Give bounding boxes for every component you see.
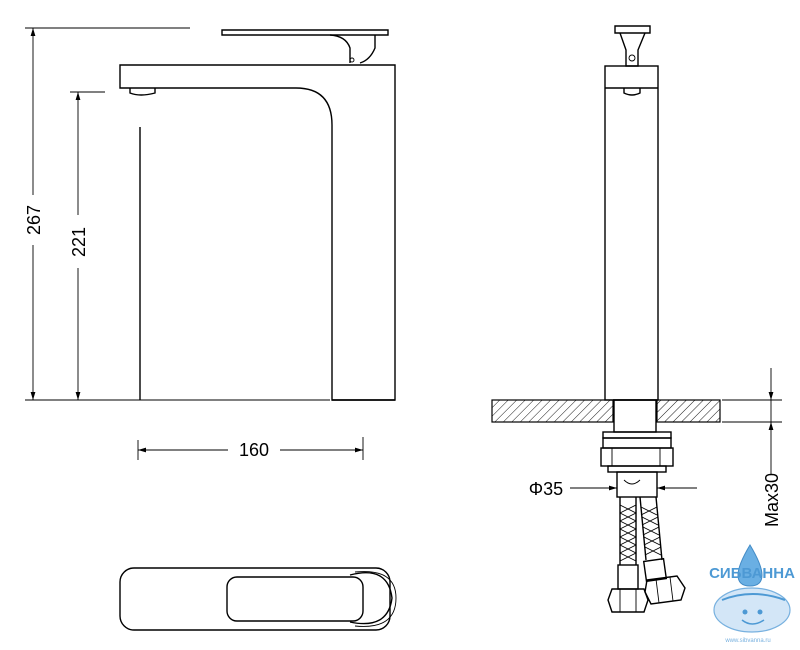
dimension-max-thickness: Max30 xyxy=(722,368,782,527)
sibvanna-logo: СИБВАННА www.sibvanna.ru xyxy=(709,544,795,644)
dim-phi35-label: Φ35 xyxy=(529,479,563,499)
top-view xyxy=(119,567,397,631)
dim-267-label: 267 xyxy=(24,205,44,235)
bathtub-icon xyxy=(713,587,791,633)
dim-221-label: 221 xyxy=(69,227,89,257)
lever-handle xyxy=(221,29,389,36)
dimension-spout-reach: 160 xyxy=(137,437,364,460)
front-view xyxy=(119,29,396,401)
side-lever xyxy=(614,25,651,34)
dim-max30-label: Max30 xyxy=(762,473,782,527)
dimension-hole-diameter: Φ35 xyxy=(529,479,697,499)
water-drop-icon xyxy=(737,544,763,587)
dimension-total-height: 267 xyxy=(24,27,330,401)
side-view xyxy=(491,25,721,613)
spout-body xyxy=(119,64,396,401)
dim-160-label: 160 xyxy=(239,440,269,460)
logo-url-text: www.sibvanna.ru xyxy=(724,638,770,644)
logo-brand-text: СИБВАННА xyxy=(709,565,795,582)
dimension-spout-height: 221 xyxy=(69,91,105,400)
